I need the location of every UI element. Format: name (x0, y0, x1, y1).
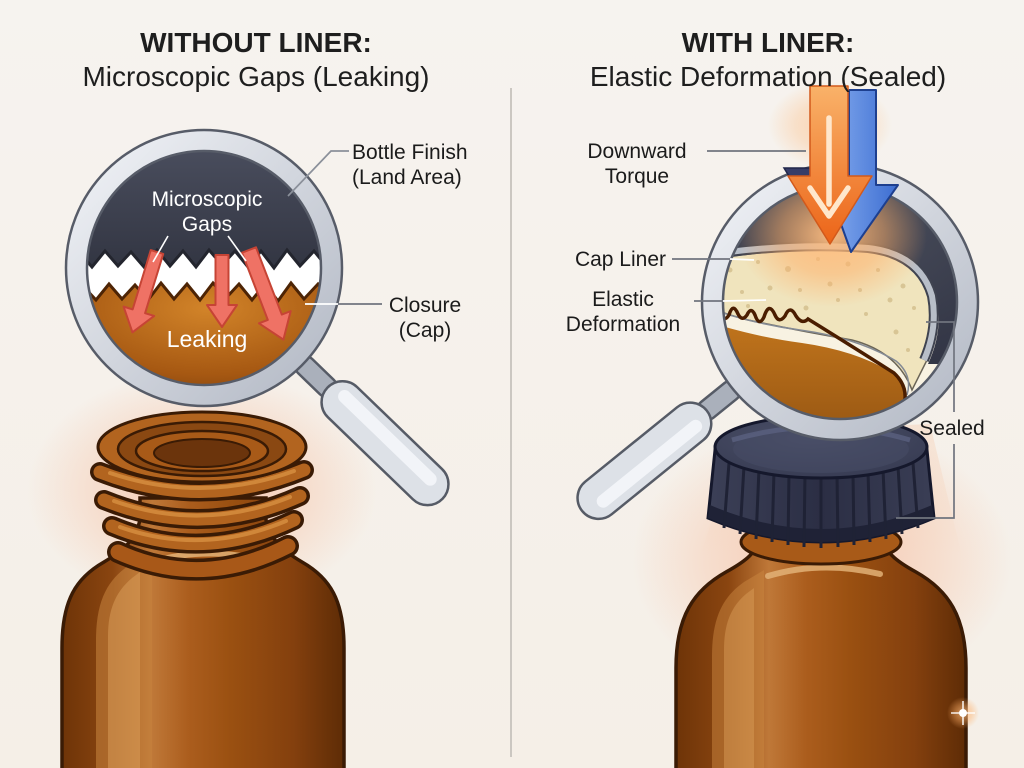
callout-bottle-finish: Bottle Finish (Land Area) (352, 141, 468, 189)
magnifier-handle-left (294, 355, 450, 507)
leader-line-elastic-inner (722, 299, 767, 302)
right-title-line1: WITH LINER: (681, 27, 855, 58)
leak-arrows-icon (122, 246, 292, 341)
magnifier-rim-left (66, 130, 342, 406)
capped-bottle-icon (674, 414, 979, 768)
callout-sealed: Sealed (919, 417, 985, 440)
right-callout-leader-lines (672, 150, 955, 519)
leader-line-sealed-lower (896, 444, 955, 519)
magnifier-icon-left (64, 128, 344, 408)
left-callout-leader-lines (287, 150, 382, 305)
torque-arrow-icon (768, 81, 899, 253)
torque-arrow-inner-outline (807, 115, 851, 219)
sparkle-icon (947, 697, 979, 729)
magnifier-handle-right (576, 379, 742, 521)
leader-line-bottle-finish (287, 150, 349, 197)
right-title-line2: Elastic Deformation (Sealed) (589, 61, 947, 92)
callout-elastic-deformation: Elastic Deformation (565, 288, 681, 336)
callout-closure: Closure (Cap) (388, 294, 462, 342)
bottle-threads (90, 460, 314, 581)
label-microscopic-gaps: Microscopic Gaps (151, 188, 263, 236)
left-title-line2: Microscopic Gaps (Leaking) (82, 61, 430, 92)
right-panel-title: WITH LINER: Elastic Deformation (Sealed) (522, 26, 1014, 94)
cap-ribs (722, 462, 920, 548)
open-bottle-icon (60, 410, 346, 768)
left-panel-title: WITHOUT LINER: Microscopic Gaps (Leaking… (10, 26, 502, 94)
left-title-line1: WITHOUT LINER: (140, 27, 372, 58)
label-leaking: Leaking (166, 326, 248, 352)
bottle-cap-icon (706, 414, 936, 548)
elastic-deformation-ripple (723, 306, 907, 409)
callout-downward-torque: Downward Torque (587, 140, 687, 188)
callout-cap-liner: Cap Liner (574, 248, 666, 271)
left-panel-illustration (27, 128, 450, 768)
right-panel-illustration (576, 81, 1012, 768)
gap-pointer-lines (152, 235, 247, 263)
bottle-mouth (96, 410, 308, 484)
leader-line-sealed-upper (926, 321, 955, 412)
leader-line-cap-liner-inner (729, 258, 755, 261)
